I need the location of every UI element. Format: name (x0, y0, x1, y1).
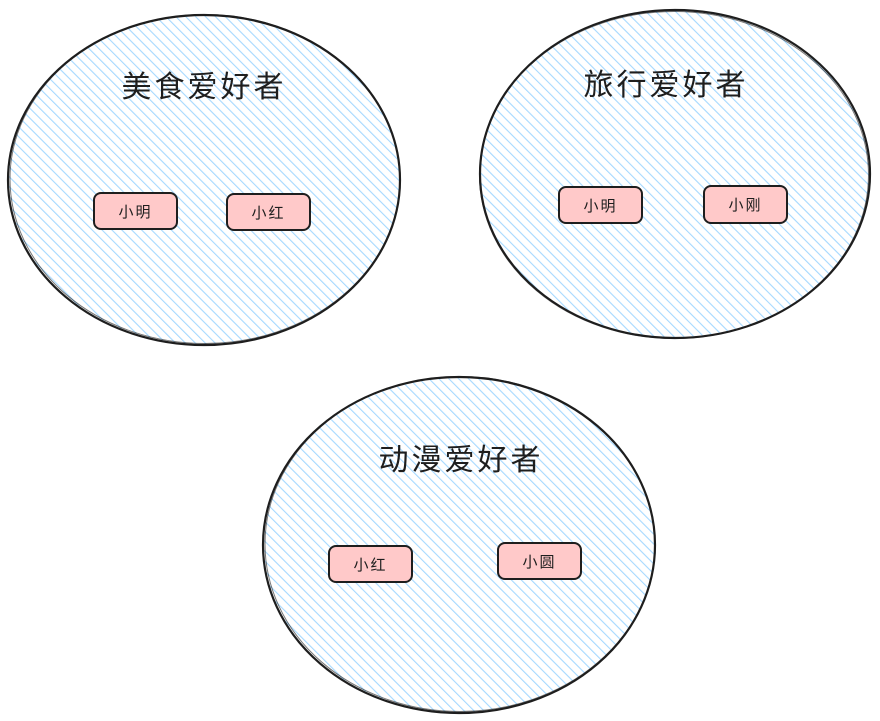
food-lovers-ellipse[interactable] (6, 13, 402, 347)
member-pill-xiaohong[interactable]: 小红 (328, 545, 413, 583)
member-pill-xiaoyuan[interactable]: 小圆 (497, 542, 582, 580)
anime-lovers-ellipse[interactable] (261, 375, 657, 715)
member-pill-xiaoming[interactable]: 小明 (558, 186, 643, 224)
member-pill-xiaoming[interactable]: 小明 (93, 192, 178, 230)
member-pill-xiaogang[interactable]: 小刚 (703, 185, 788, 224)
travel-lovers-ellipse[interactable] (478, 8, 872, 340)
member-pill-xiaohong[interactable]: 小红 (226, 193, 311, 231)
travel-lovers-title: 旅行爱好者 (583, 68, 749, 103)
food-lovers-title: 美食爱好者 (121, 70, 287, 105)
anime-lovers-title: 动漫爱好者 (378, 443, 544, 478)
